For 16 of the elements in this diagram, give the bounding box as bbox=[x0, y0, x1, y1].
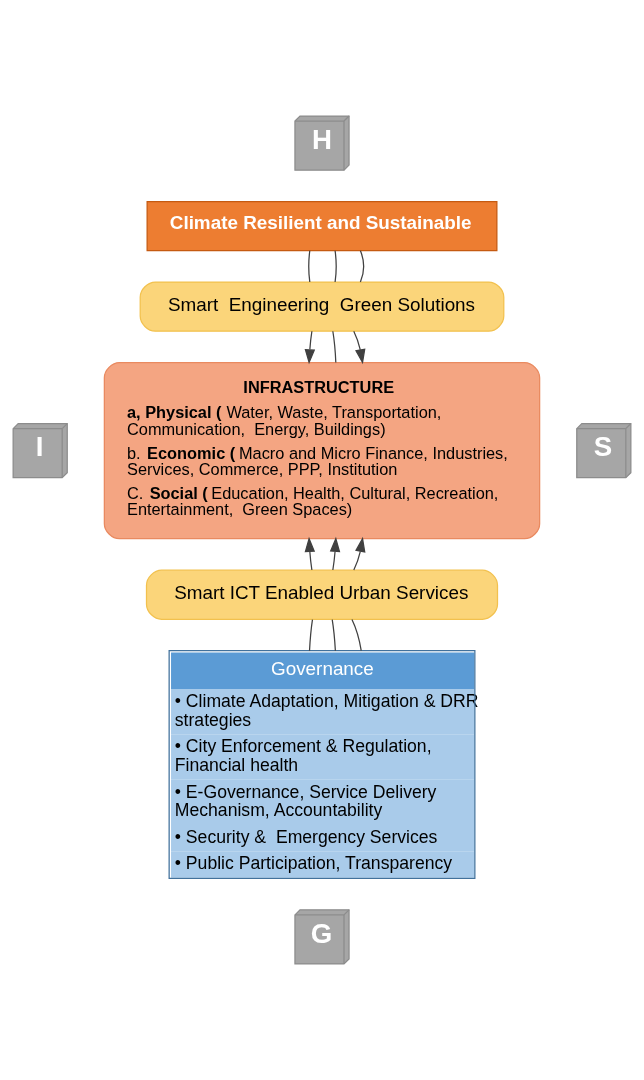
arrow bbox=[353, 536, 366, 571]
arrow bbox=[329, 536, 341, 571]
connector bbox=[331, 618, 336, 652]
connector bbox=[308, 618, 314, 652]
arrow bbox=[353, 330, 366, 365]
node-box: Smart ICT Enabled Urban Services bbox=[145, 569, 499, 620]
node-box: Smart Engineering Green Solutions bbox=[139, 281, 505, 332]
connector bbox=[308, 250, 311, 283]
connector bbox=[332, 330, 337, 364]
arrow bbox=[304, 536, 316, 571]
arrow bbox=[304, 330, 316, 365]
connector bbox=[359, 250, 365, 283]
connector bbox=[334, 250, 337, 283]
node-box: Climate Resilient and Sustainable bbox=[146, 200, 498, 252]
node-box: INFRASTRUCTURE a, Physical (Water, Waste, Transportation, Communication, Energy, Buildings) b. Economic (Macro and Micro Finance, Industries, Services, Commerce, PPP, Institution C. Social (Education, Health, Cultural, Recreation, Entertainment, Green Spaces) bbox=[103, 362, 541, 540]
connector bbox=[351, 618, 362, 652]
